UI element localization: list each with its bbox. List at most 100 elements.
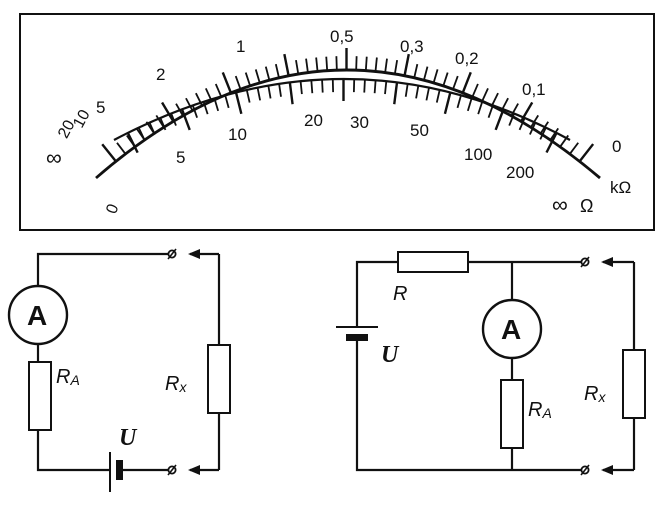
outer-scale-tick — [413, 63, 419, 78]
inner-scale-tick — [487, 105, 494, 118]
outer-label-20: 20 — [55, 118, 78, 142]
inner-scale-tick — [278, 83, 282, 97]
outer-scale-tick — [214, 83, 223, 98]
inner-scale-tick — [384, 81, 388, 95]
outer-scale-tick — [510, 103, 519, 117]
ammeter-label: A — [27, 300, 47, 331]
series-ohmmeter-circuit: A RA U Rx — [7, 248, 231, 492]
outer-scale-tick — [161, 101, 175, 123]
arrow-bottom-left — [188, 465, 200, 475]
resistor-rx-right — [622, 349, 646, 419]
outer-label-5: 5 — [96, 98, 105, 117]
outer-scale-tick — [471, 83, 479, 98]
terminal-bottom-right — [580, 464, 590, 476]
label-ra-right: RA — [528, 399, 552, 421]
outer-scale-tick — [500, 97, 509, 112]
outer-label-infinity: ∞ — [46, 145, 62, 170]
outer-scale-tick — [539, 121, 549, 134]
battery-short-plate-right — [346, 334, 368, 341]
outer-scale-tick — [559, 134, 569, 148]
outer-scale-tick — [305, 58, 309, 73]
outer-label-0: 0 — [612, 137, 621, 156]
label-rx: Rx — [165, 373, 187, 395]
outer-scale-tick — [452, 75, 459, 90]
outer-scale-tick — [185, 97, 194, 112]
outer-scale-tick — [578, 143, 595, 163]
inner-scale-tick — [373, 80, 377, 94]
outer-scale-tick — [116, 142, 127, 155]
inner-scale-tick — [170, 113, 177, 126]
scale-ticks — [101, 48, 595, 163]
arrow-top-right — [601, 257, 613, 267]
outer-scale-tick — [325, 56, 329, 71]
outer-unit-kohm: kΩ — [610, 178, 631, 197]
resistor-r — [397, 251, 469, 273]
inner-scale-tick — [213, 98, 220, 112]
meter-scale-panel: ∞ 20 10 5 2 1 0,5 0,3 0,2 0,1 0 kΩ 0 5 1… — [19, 13, 655, 231]
outer-scale-tick — [549, 127, 559, 141]
inner-scale-tick — [321, 79, 324, 93]
outer-scale-tick — [481, 87, 489, 102]
inner-unit-ohm: Ω — [580, 196, 593, 216]
inner-scale-tick — [415, 85, 420, 99]
outer-scale-tick — [364, 56, 368, 71]
terminal-top-left — [167, 248, 177, 260]
inner-scale-tick — [191, 105, 198, 118]
outer-scale-tick — [461, 71, 472, 94]
inner-scale-tick — [245, 89, 251, 103]
inner-label-10: 10 — [228, 125, 247, 144]
inner-scale-tick — [126, 132, 139, 154]
inner-scale-tick — [256, 87, 261, 101]
inner-scale-tick — [477, 101, 484, 115]
wire-left-top — [355, 260, 398, 327]
inner-scale-tick — [159, 117, 167, 131]
outer-scale-tick — [221, 71, 233, 94]
inner-label-50: 50 — [410, 121, 429, 140]
outer-scale-tick — [442, 72, 449, 87]
inner-scale-tick — [363, 79, 366, 93]
inner-label-5: 5 — [176, 148, 185, 167]
inner-scale-tick — [310, 80, 314, 94]
outer-scale-tick — [244, 72, 251, 87]
inner-scale-tick — [299, 81, 303, 95]
inner-scale-tick — [288, 82, 294, 105]
ammeter-label-right: A — [501, 314, 521, 345]
inner-scale-tick — [456, 95, 462, 109]
inner-label-200: 200 — [506, 163, 534, 182]
outer-scale-tick — [204, 88, 213, 102]
shunt-ohmmeter-circuit: R U A RA Rx — [336, 251, 646, 476]
source-label-u: U — [119, 425, 138, 451]
outer-label-0-5: 0,5 — [330, 27, 354, 46]
outer-scale-tick — [283, 53, 290, 76]
inner-label-30: 30 — [350, 113, 369, 132]
inner-scale-tick — [202, 101, 209, 115]
outer-label-0-3: 0,3 — [400, 37, 424, 56]
inner-scale-tick — [148, 122, 156, 135]
outer-label-10: 10 — [70, 107, 93, 131]
outer-label-1: 1 — [236, 37, 245, 56]
outer-scale-tick — [295, 60, 300, 75]
outer-scale-tick — [234, 75, 242, 90]
wire-bottom-left — [36, 430, 110, 472]
inner-scale-tick — [234, 92, 243, 115]
inner-label-100: 100 — [464, 145, 492, 164]
battery-short-plate — [116, 460, 123, 480]
inner-scale-tick — [518, 117, 526, 131]
label-ra: RA — [56, 366, 80, 388]
inner-scale-tick — [529, 122, 537, 135]
outer-scale-tick — [403, 53, 410, 76]
inner-scale-tick — [435, 89, 441, 103]
label-r: R — [393, 283, 407, 305]
source-label-u-right: U — [381, 342, 400, 368]
outer-scale-tick — [264, 66, 271, 81]
outer-label-2: 2 — [156, 65, 165, 84]
outer-scale-tick — [384, 58, 388, 73]
outer-scale-tick — [175, 103, 184, 117]
arrow-top-left — [188, 249, 200, 259]
inner-scale-tick — [404, 83, 409, 97]
inner-label-infinity: ∞ — [552, 192, 568, 217]
outer-label-0-1: 0,1 — [522, 80, 546, 99]
outer-scale-tick — [274, 63, 280, 78]
inner-scale-tick — [494, 108, 505, 131]
terminal-bottom-left — [167, 464, 177, 476]
